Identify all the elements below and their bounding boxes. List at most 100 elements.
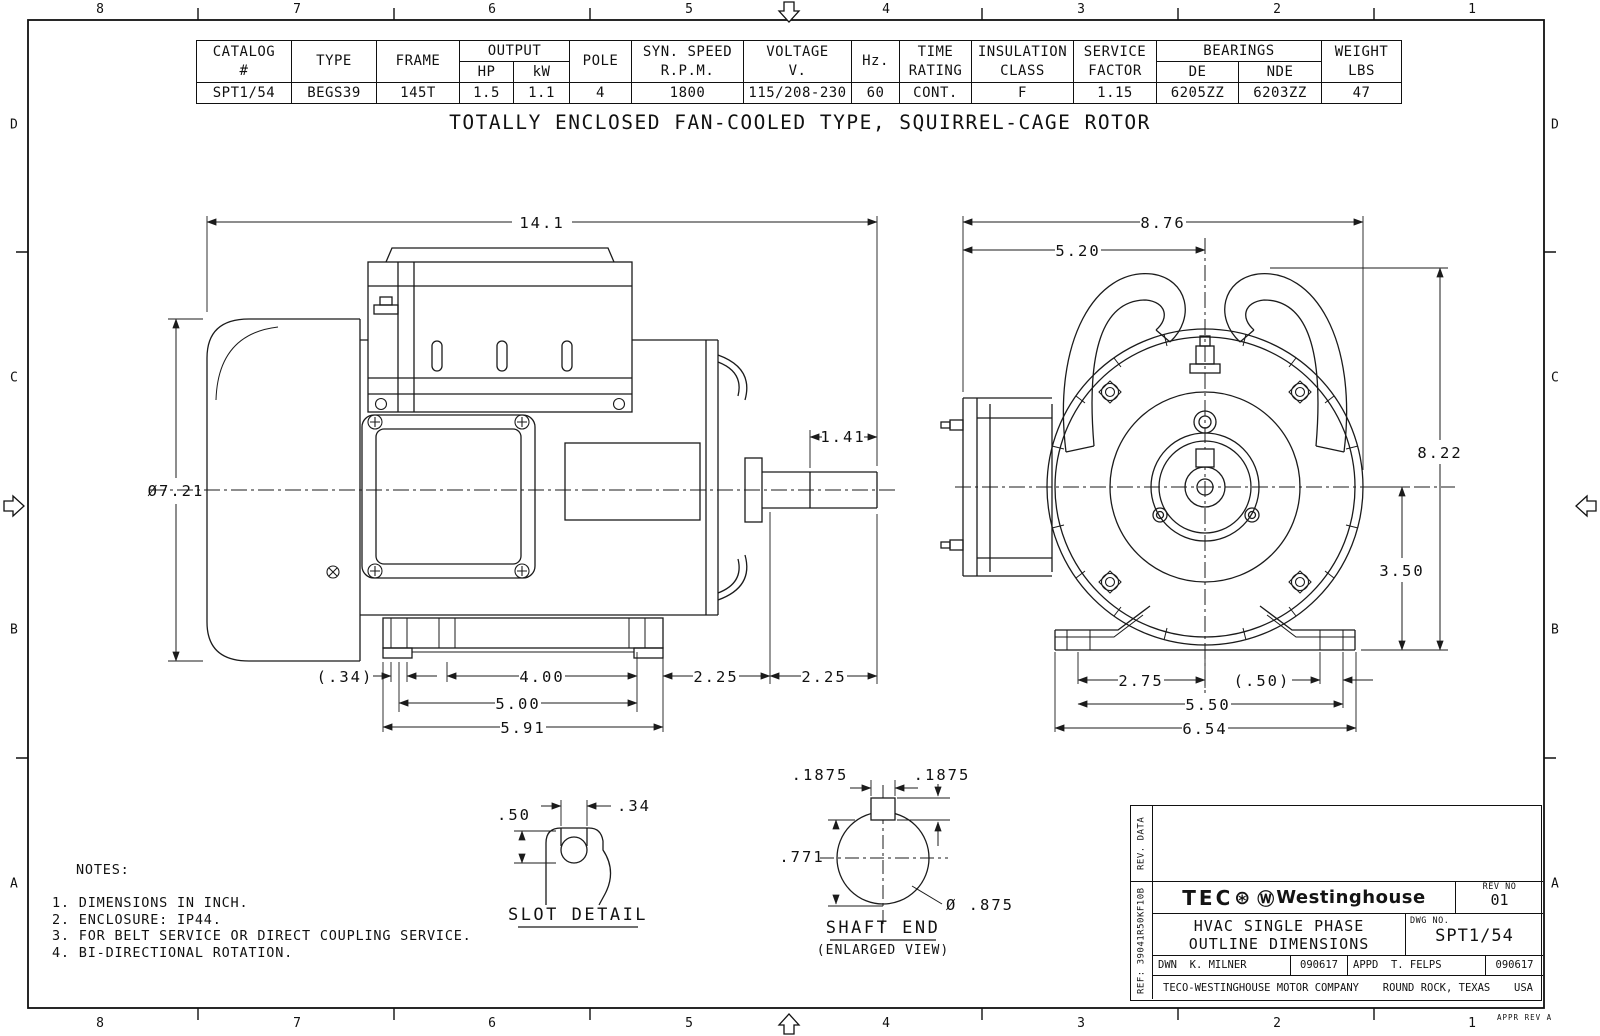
zone-label: 6 xyxy=(488,2,496,17)
dim-side-hole-span-4: 4.00 xyxy=(519,668,564,686)
drawing-title: TOTALLY ENCLOSED FAN-COOLED TYPE, SQUIRR… xyxy=(449,111,1151,134)
header-pole: POLE xyxy=(569,40,632,83)
title-line-2: OUTLINE DIMENSIONS xyxy=(1188,934,1370,953)
dim-side-225b: 2.25 xyxy=(801,668,846,686)
zone-label: 2 xyxy=(1273,2,1281,17)
rev-no-label: REV NO xyxy=(1482,882,1517,892)
header-type: TYPE xyxy=(291,40,377,83)
company-name: TECO-WESTINGHOUSE MOTOR COMPANY xyxy=(1163,981,1359,994)
circle-w-icon: Ⓦ xyxy=(1257,890,1275,910)
drawing-title-cell: HVAC SINGLE PHASE OUTLINE DIMENSIONS xyxy=(1153,914,1406,956)
dim-front-base-width: 6.54 xyxy=(1182,720,1227,738)
rev-data-cell: REV. DATA xyxy=(1131,806,1153,882)
row-label: D xyxy=(10,117,18,133)
row-label: C xyxy=(1551,370,1559,386)
zone-label: 1 xyxy=(1468,1016,1476,1031)
dim-front-overall-width: 8.76 xyxy=(1140,214,1185,232)
value-hp: 1.5 xyxy=(459,82,514,104)
company-country: USA xyxy=(1514,981,1533,994)
row-label: B xyxy=(1551,622,1559,638)
dim-front-overall-height: 8.22 xyxy=(1417,444,1462,462)
rev-no-value: 01 xyxy=(1490,891,1509,909)
header-frame: FRAME xyxy=(376,40,460,83)
note-item: 2. ENCLOSURE: IP44. xyxy=(52,911,222,928)
dim-shaft-diameter: Ø .875 xyxy=(946,896,1014,914)
ref-label: REF: 39041R50KF10B xyxy=(1136,887,1147,994)
rev-no-cell: REV NO 01 xyxy=(1456,882,1543,914)
value-time-rating: CONT. xyxy=(899,82,972,104)
front-view: 8.76 5.20 8.22 3.50 2.75 (.50) 5.50 6.54 xyxy=(940,214,1462,738)
row-label: A xyxy=(1551,876,1559,892)
fan-logo-icon: ⊛ xyxy=(1234,886,1251,909)
dwg-no-label: DWG NO. xyxy=(1410,916,1450,926)
header-catalog: CATALOG# xyxy=(196,40,292,83)
header-hz: Hz. xyxy=(851,40,900,83)
dim-front-half-foot: 2.75 xyxy=(1118,672,1163,690)
zone-label: 8 xyxy=(96,1016,104,1031)
logo-text-tec: TEC xyxy=(1182,885,1234,910)
header-de: DE xyxy=(1156,61,1239,83)
rim-ribs xyxy=(1051,333,1359,641)
row-label: B xyxy=(10,622,18,638)
title-line-1: HVAC SINGLE PHASE xyxy=(1193,916,1365,935)
value-voltage: 115/208-230 xyxy=(743,82,852,104)
zone-ticks xyxy=(16,8,1556,1020)
spec-values-row: SPT1/54 BEGS39 145T 1.5 1.1 4 1800 115/2… xyxy=(196,82,1402,104)
slot-detail-title: SLOT DETAIL xyxy=(508,905,648,925)
header-nde: NDE xyxy=(1238,61,1322,83)
dim-front-center-to-left: 5.20 xyxy=(1055,242,1100,260)
note-item: 4. BI-DIRECTIONAL ROTATION. xyxy=(52,944,294,961)
zone-label: 4 xyxy=(882,2,890,17)
zone-label: 3 xyxy=(1077,1016,1085,1031)
dim-side-shaft-extension: 1.41 xyxy=(820,428,865,446)
note-item: 1. DIMENSIONS IN INCH. xyxy=(52,895,249,911)
note-item: 3. FOR BELT SERVICE OR DIRECT COUPLING S… xyxy=(52,928,472,944)
zone-label: 3 xyxy=(1077,2,1085,17)
centering-arrows xyxy=(3,1,1597,1035)
zone-label: 5 xyxy=(685,2,693,17)
company-cell: TECO-WESTINGHOUSE MOTOR COMPANY ROUND RO… xyxy=(1153,976,1543,999)
shaft-end-title: SHAFT END xyxy=(826,918,941,938)
dim-side-base-length: 5.91 xyxy=(500,719,545,737)
notes-block: NOTES: 1. DIMENSIONS IN INCH. 2. ENCLOSU… xyxy=(52,862,472,961)
dim-side-hole-span-5: 5.00 xyxy=(495,695,540,713)
appd-cell: APPD T. FELPS xyxy=(1348,956,1486,976)
company-location: ROUND ROCK, TEXAS xyxy=(1382,981,1491,994)
notes-title: NOTES: xyxy=(76,862,130,878)
dim-key-height: .1875 xyxy=(914,766,971,784)
value-pole: 4 xyxy=(569,82,632,104)
value-type: BEGS39 xyxy=(291,82,377,104)
ref-cell: REF: 39041R50KF10B xyxy=(1131,882,1153,999)
side-extensions xyxy=(168,216,878,732)
rev-data-label: REV. DATA xyxy=(1136,816,1147,871)
lifting-hooks xyxy=(1062,273,1348,453)
sheet-border xyxy=(3,1,1597,1035)
header-bearings: BEARINGS xyxy=(1156,40,1322,62)
rim-bolts xyxy=(1098,380,1312,594)
dim-flat-to-bottom: .771 xyxy=(779,848,824,866)
appr-rev-note: APPR REV A xyxy=(1497,1013,1553,1022)
dim-side-frame-diameter: Ø7.21 xyxy=(148,482,205,500)
value-kw: 1.1 xyxy=(513,82,570,104)
row-label: C xyxy=(10,370,18,386)
dim-front-center-to-base: 3.50 xyxy=(1379,562,1424,580)
dim-side-overall-length: 14.1 xyxy=(519,214,564,232)
motor-spec-table: CATALOG# TYPE FRAME OUTPUT POLE SYN. SPE… xyxy=(196,40,1402,104)
zone-label: 2 xyxy=(1273,1016,1281,1031)
value-insulation: F xyxy=(971,82,1074,104)
value-syn-speed: 1800 xyxy=(631,82,744,104)
zone-label: 8 xyxy=(96,2,104,17)
slot-detail: .50 .34 SLOT DETAIL xyxy=(497,797,649,928)
header-output: OUTPUT xyxy=(459,40,570,62)
front-feet xyxy=(1054,605,1356,651)
zone-label: 1 xyxy=(1468,2,1476,17)
value-bearing-de: 6205ZZ xyxy=(1156,82,1239,104)
